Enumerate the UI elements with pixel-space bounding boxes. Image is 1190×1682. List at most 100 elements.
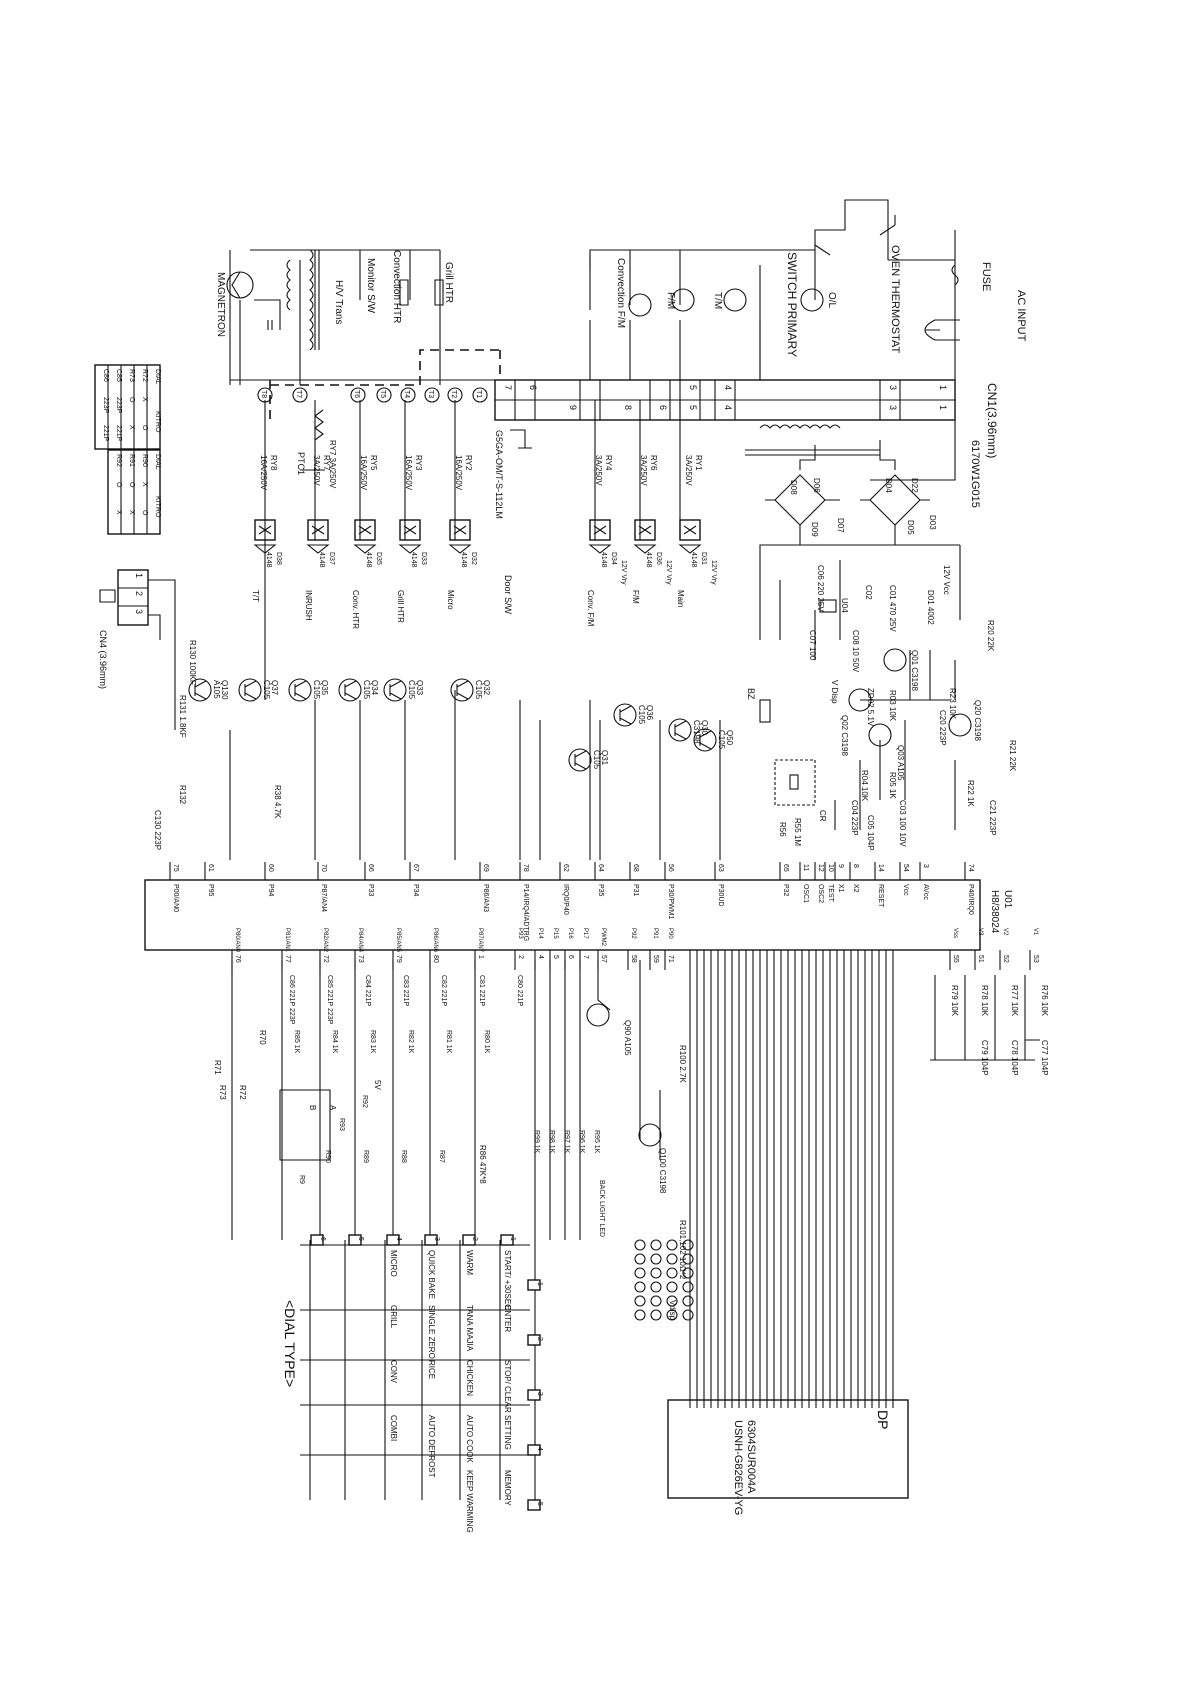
r86-label: R86 47K*8 [478,1145,487,1184]
relay-name: RY3 [414,455,423,471]
relay-rating: 16A/250V [359,455,368,491]
option-cell: 221P [115,425,122,442]
mcu-pin-number: 11 [802,864,809,871]
mcu-pin-number: 77 [284,955,291,963]
d01-label: D01 4002 [926,590,935,625]
driver-type: C105 [637,705,646,725]
lower-cap-label: C86 221P 223P [288,975,295,1025]
mcu-pin-number: 52 [1002,955,1009,963]
key-label: AUTO COOK [465,1415,474,1464]
c02-label: C02 [864,585,873,600]
mcu-pin-number: 61 [207,864,214,872]
ol-motor-symbol [800,288,824,312]
backlight-led [650,1309,662,1321]
cn4-pin: 1 [134,573,144,578]
mcu-pin-label: P40/IRQ0 [967,884,974,915]
r22-label: R22 1K [966,780,975,807]
relay-part-label: G5GA-OM/T-S-112LM [494,430,504,519]
mcu-pin-number: 73 [357,955,364,963]
d09-label: D09 [810,522,819,537]
relay-function: Micro [446,590,455,610]
terminal-circle [292,387,308,403]
key-label: QUICK BAKE [427,1250,436,1299]
option-cell: R72 [141,369,148,382]
u04-label: U04 [840,598,849,613]
option-cell: C85 [115,369,122,382]
r131-label: R131 1.8KF [178,695,187,738]
option-cell: R92 [115,454,122,467]
d05-label: D05 [906,520,915,535]
r71-label: R71 [213,1060,222,1075]
r73-label: R73 [218,1085,227,1100]
monitor-sw-label: Monitor S/W [365,258,376,314]
backlight-led [666,1309,678,1321]
ref-cap-label: C77 104P [1040,1040,1049,1076]
relay-name: RY8 [269,455,278,471]
power-section: AC INPUT FUSE OVEN THERMOSTAT SWITCH PRI… [215,199,1027,481]
driver-type: C3198 [692,720,701,744]
q20-label: Q20 C3198 [973,700,982,741]
r03-label: R03 10K [888,690,897,722]
cn4-connector: 123 CN4 (3.96mm) R130 100KF R131 1.8KF R… [98,569,282,850]
key-label: SINGLE ZERO [427,1305,436,1359]
terminal-label: T3 [427,390,434,398]
relay-rating: 3A/250V [684,455,693,486]
mcu-pin-label: X2 [852,884,859,893]
mcu-pin-number: 80 [432,955,439,963]
crystal-symbol [789,774,799,790]
relay-name: RY7 [322,455,331,471]
d03-label: D03 [928,515,937,530]
key-label: GRILL [389,1305,398,1329]
lower-cap-label: C85 221P 223P [326,975,333,1025]
q90-symbol [586,1003,610,1027]
option-cell: X [115,510,122,515]
row-resistor-label: R90 [324,1150,331,1163]
option-cell: X [128,510,135,515]
driver-name: Q50 [725,730,734,746]
r101-label: R101,102 10Ω*2 [678,1220,687,1280]
cn4-pin: 3 [134,609,144,614]
r100-label: R100 2.7K [678,1045,687,1083]
terminal-label: T4 [403,390,410,398]
key-label: WARM [465,1250,474,1275]
backlight-label: BACK LIGHT LED [598,1180,605,1237]
cn1-top-pin: 1 [938,385,948,390]
backlight-led [634,1309,646,1321]
mcu-pin-number: 72 [322,955,329,963]
ol-label: O/L [826,292,837,309]
driver-type: C105 [474,680,483,700]
mcu-pin-number: 70 [320,864,327,872]
relay-vry-label: 12V Vry [620,560,627,585]
backlight-led [682,1267,694,1279]
option-tables: DIALKITROR72XOR73OXC85223P221PC86223P221… [94,364,161,535]
mcu-pin-label: V2 [1002,928,1008,936]
cn4-pin: 2 [134,591,144,596]
mcu-pin-number: 65 [782,864,789,872]
key-label: AUTO DEFROST [427,1415,436,1478]
c01-label: C01 470 25V [888,585,897,632]
display-module: DP 6304SUR004A USNH-G826EV-YG [667,1399,909,1515]
convection-fm-label: Convection F/M [615,258,626,328]
lower-cap-label: C83 221P [402,975,409,1006]
bz-label: BZ [746,688,756,700]
r21-label: R21 22K [1008,740,1017,772]
relay-name: RY2 [464,455,473,471]
backlight-led [682,1309,694,1321]
mcu-pin-number: 74 [967,864,974,872]
relay-function: T/T [251,590,260,602]
d22-label: D22 [910,478,919,493]
q01-label: Q01 C3198 [910,650,919,691]
driver-name: Q37 [270,680,279,696]
q01-symbol [883,648,907,672]
cn1-bottom-pin: 3 [888,405,898,410]
mcu-pin-label: X1 [837,884,844,893]
backlight-led [634,1281,646,1293]
